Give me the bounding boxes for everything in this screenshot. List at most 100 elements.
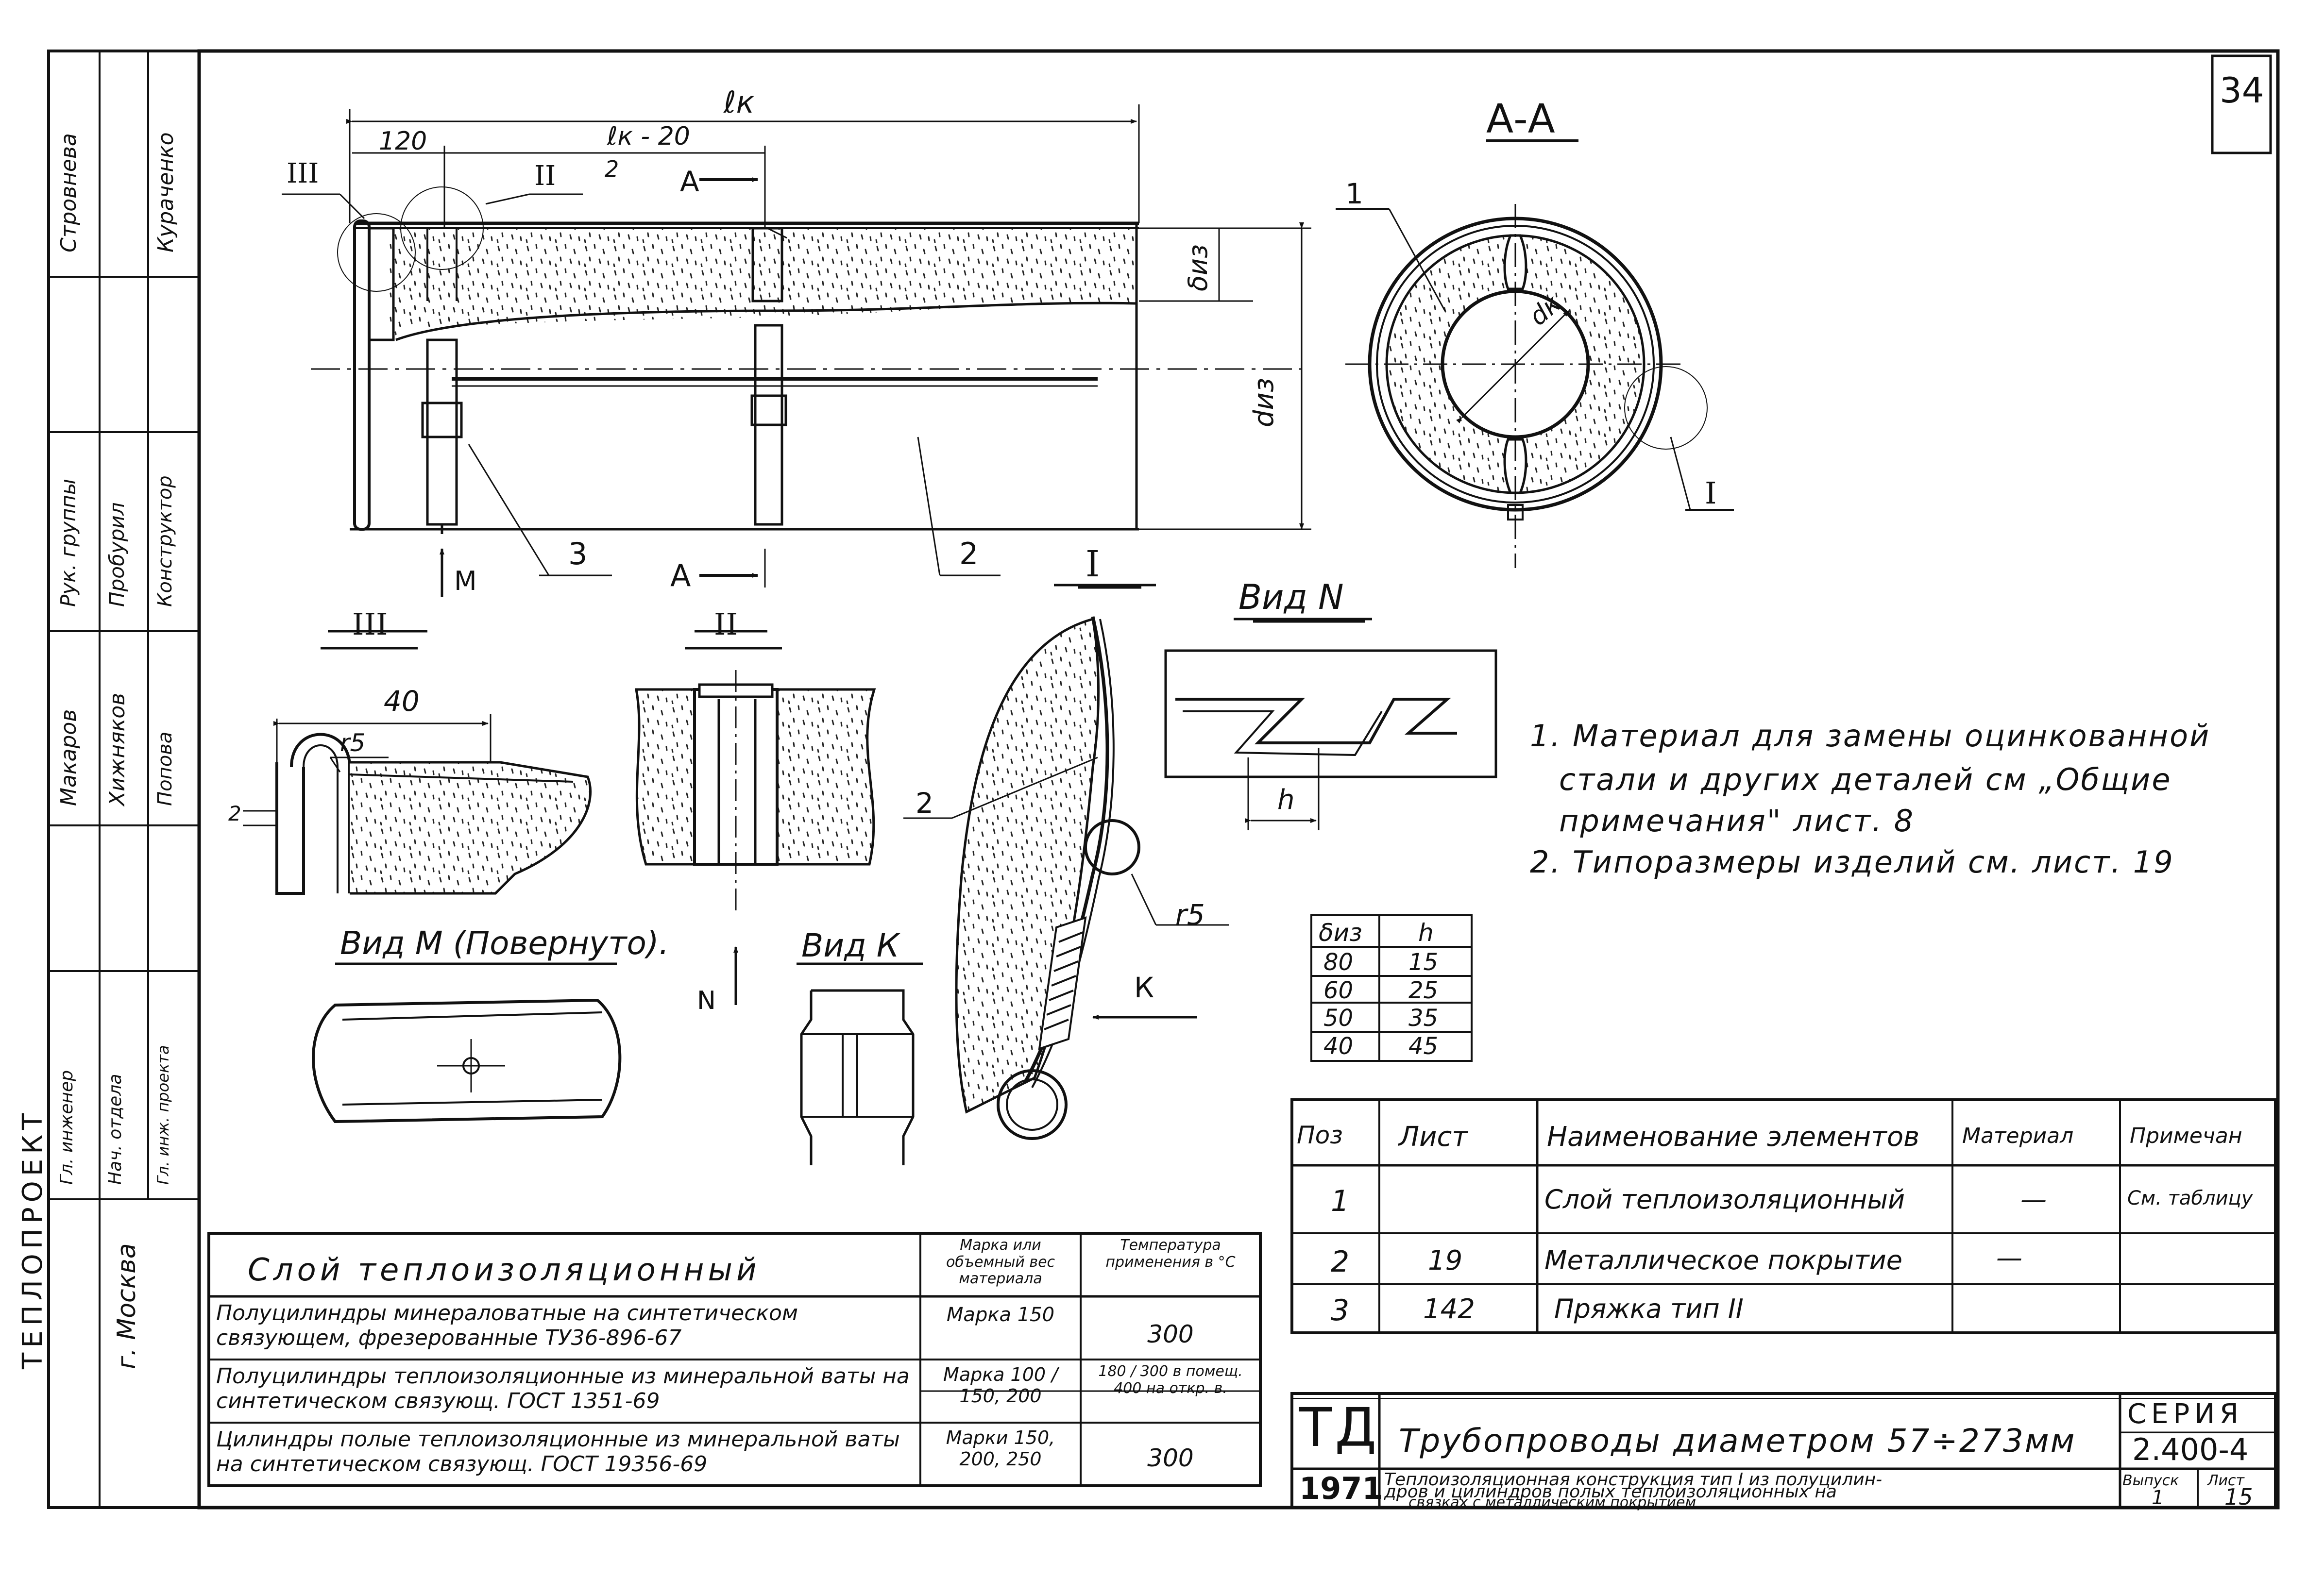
spec-row-2-pos: 2 <box>1331 1245 1350 1279</box>
note-line-3: примечания" лист. 8 <box>1559 803 1915 839</box>
sheet-label: Лист <box>2207 1472 2245 1489</box>
title-sub-3: связках с металлическим покрытием <box>1408 1494 1696 1511</box>
callout-ii-main: II <box>534 160 556 192</box>
series-label: СЕРИЯ <box>2127 1398 2244 1430</box>
stamp-role-1: Рук. группы <box>56 479 80 607</box>
n-arrow-label: N <box>697 986 716 1015</box>
spec-row-1-name: Слой теплоизоляционный <box>1544 1184 1905 1215</box>
size-row-1-h: 15 <box>1408 949 1439 976</box>
material-row-1-mark: Марка 150 <box>946 1304 1055 1326</box>
size-row-3-diz: 50 <box>1323 1005 1354 1032</box>
view-n-title: Вид N <box>1238 577 1344 617</box>
note-line-4: 2. Типоразмеры изделий см. лист. 19 <box>1530 844 2174 880</box>
size-row-3-h: 35 <box>1408 1005 1439 1032</box>
view-n <box>733 618 1497 1005</box>
dim-120: 120 <box>379 127 427 156</box>
issue-value: 1 <box>2152 1487 2164 1509</box>
stamp-role-4: Гл. инж. проекта <box>154 1045 172 1185</box>
title-block-grid <box>1290 1392 2277 1509</box>
view-m <box>312 962 622 1124</box>
material-row-3-mark: Марки 150, 200, 250 <box>946 1427 1055 1470</box>
k-arrow-label: К <box>1134 971 1154 1004</box>
size-row-4-h: 45 <box>1408 1033 1439 1060</box>
size-row-2-h: 25 <box>1408 977 1439 1004</box>
stamp-name-2: Кураченко <box>153 132 178 253</box>
spec-row-3-name: Пряжка тип II <box>1554 1293 1744 1324</box>
stamp-name-6: Попова <box>154 731 176 806</box>
dim-r5-i: r5 <box>1175 898 1205 931</box>
sheet-value: 15 <box>2224 1484 2253 1510</box>
material-row-2-name: Полуцилиндры теплоизоляционные из минера… <box>216 1364 910 1413</box>
spec-header-note: Примечан <box>2130 1124 2242 1148</box>
stamp-name-4: Макаров <box>56 709 81 806</box>
view-m-title: Вид М (Повернуто). <box>340 924 669 962</box>
material-row-1-name: Полуцилиндры минераловатные на синтетиче… <box>216 1301 798 1350</box>
stamp-role-3: Нач. отдела <box>105 1074 125 1185</box>
section-aa <box>1336 139 1734 568</box>
detail-ii <box>635 647 876 913</box>
spec-row-3-pos: 3 <box>1331 1293 1350 1327</box>
size-row-1-diz: 80 <box>1323 949 1354 976</box>
size-row-4-diz: 40 <box>1323 1033 1354 1060</box>
section-a-bottom: A <box>670 558 691 593</box>
stamp-role-5: Конструктор <box>154 475 176 607</box>
callout-1-aa: 1 <box>1345 177 1363 210</box>
stamp-name-3: Пробурил <box>105 502 129 607</box>
view-iii-title: III <box>352 606 388 642</box>
title-main: Трубопроводы диаметром 57÷273мм <box>1399 1422 2076 1460</box>
material-header-temp: Температура применения в °С <box>1105 1237 1236 1271</box>
spec-row-2-name: Металлическое покрытие <box>1544 1245 1902 1276</box>
dim-2: 2 <box>605 156 619 182</box>
issue-label: Выпуск <box>2122 1472 2179 1489</box>
spec-row-2-material: — <box>1996 1242 2022 1273</box>
note-line-2: стали и других деталей см „Общие <box>1559 762 2172 797</box>
callout-iii-main: III <box>287 158 319 189</box>
material-row-2-temp: 180 / 300 в помещ. 400 на откр. в. <box>1098 1363 1243 1397</box>
view-k-title: Вид К <box>801 927 899 964</box>
spec-header-name: Наименование элементов <box>1547 1121 1920 1153</box>
spec-row-1-pos: 1 <box>1331 1184 1350 1218</box>
material-row-3-name: Цилиндры полые теплоизоляционные из мине… <box>216 1427 900 1477</box>
spec-table-grid <box>1290 1098 2277 1334</box>
callout-3: 3 <box>568 536 588 571</box>
size-row-2-diz: 60 <box>1323 977 1354 1004</box>
dim-lk: ℓк <box>724 84 755 120</box>
spec-row-1-note: См. таблицу <box>2127 1187 2253 1209</box>
sheet-frame <box>47 49 2280 1510</box>
dim-diz-label: δиз <box>1183 244 1213 291</box>
title-year: 1971 <box>1299 1471 1383 1506</box>
callout-i-aa: I <box>1705 475 1717 511</box>
spec-row-3-sheet: 142 <box>1423 1293 1475 1325</box>
spec-header-material: Материал <box>1962 1124 2074 1148</box>
dim-dn-label: dиз <box>1248 378 1280 427</box>
title-sub-2: дров и цилиндров полых теплоизоляционных… <box>1384 1482 1837 1502</box>
stamp-organization: ТЕПЛОПРОЕКТ <box>17 1108 49 1369</box>
stamp-name-1: Стровнева <box>56 133 81 252</box>
callout-2-detail: 2 <box>916 787 933 820</box>
view-m-arrow-label: М <box>454 566 477 596</box>
sheet-number: 34 <box>2220 70 2264 111</box>
dim-2b: 2 <box>228 802 241 825</box>
view-k <box>797 962 923 1165</box>
size-table-header-h: h <box>1418 919 1434 947</box>
material-row-1-temp: 300 <box>1147 1320 1194 1348</box>
stamp-city: г. Москва <box>112 1243 141 1369</box>
dim-40: 40 <box>384 685 420 718</box>
view-i-title: I <box>1086 543 1100 585</box>
main-view <box>311 186 1302 534</box>
section-a-top: A <box>680 165 699 198</box>
material-header-mark: Марка или объемный вес материала <box>946 1237 1055 1287</box>
dim-lk-half: ℓк - 20 <box>607 122 690 151</box>
material-title: Слой теплоизоляционный <box>248 1252 761 1288</box>
stamp-name-5: Хижняков <box>105 692 130 806</box>
spec-row-1-material: — <box>2020 1184 2047 1215</box>
spec-header-sheet: Лист <box>1399 1121 1468 1153</box>
title-sub-1: Теплоизоляционная конструкция тип I из п… <box>1384 1470 1883 1490</box>
note-line-1: 1. Материал для замены оцинкованной <box>1530 718 2211 754</box>
view-ii-title: II <box>714 606 738 642</box>
stamp-role-2: Гл. инженер <box>57 1070 77 1185</box>
main-dimensions <box>282 104 1365 633</box>
callout-2-main: 2 <box>959 536 979 571</box>
detail-iii <box>243 647 592 895</box>
